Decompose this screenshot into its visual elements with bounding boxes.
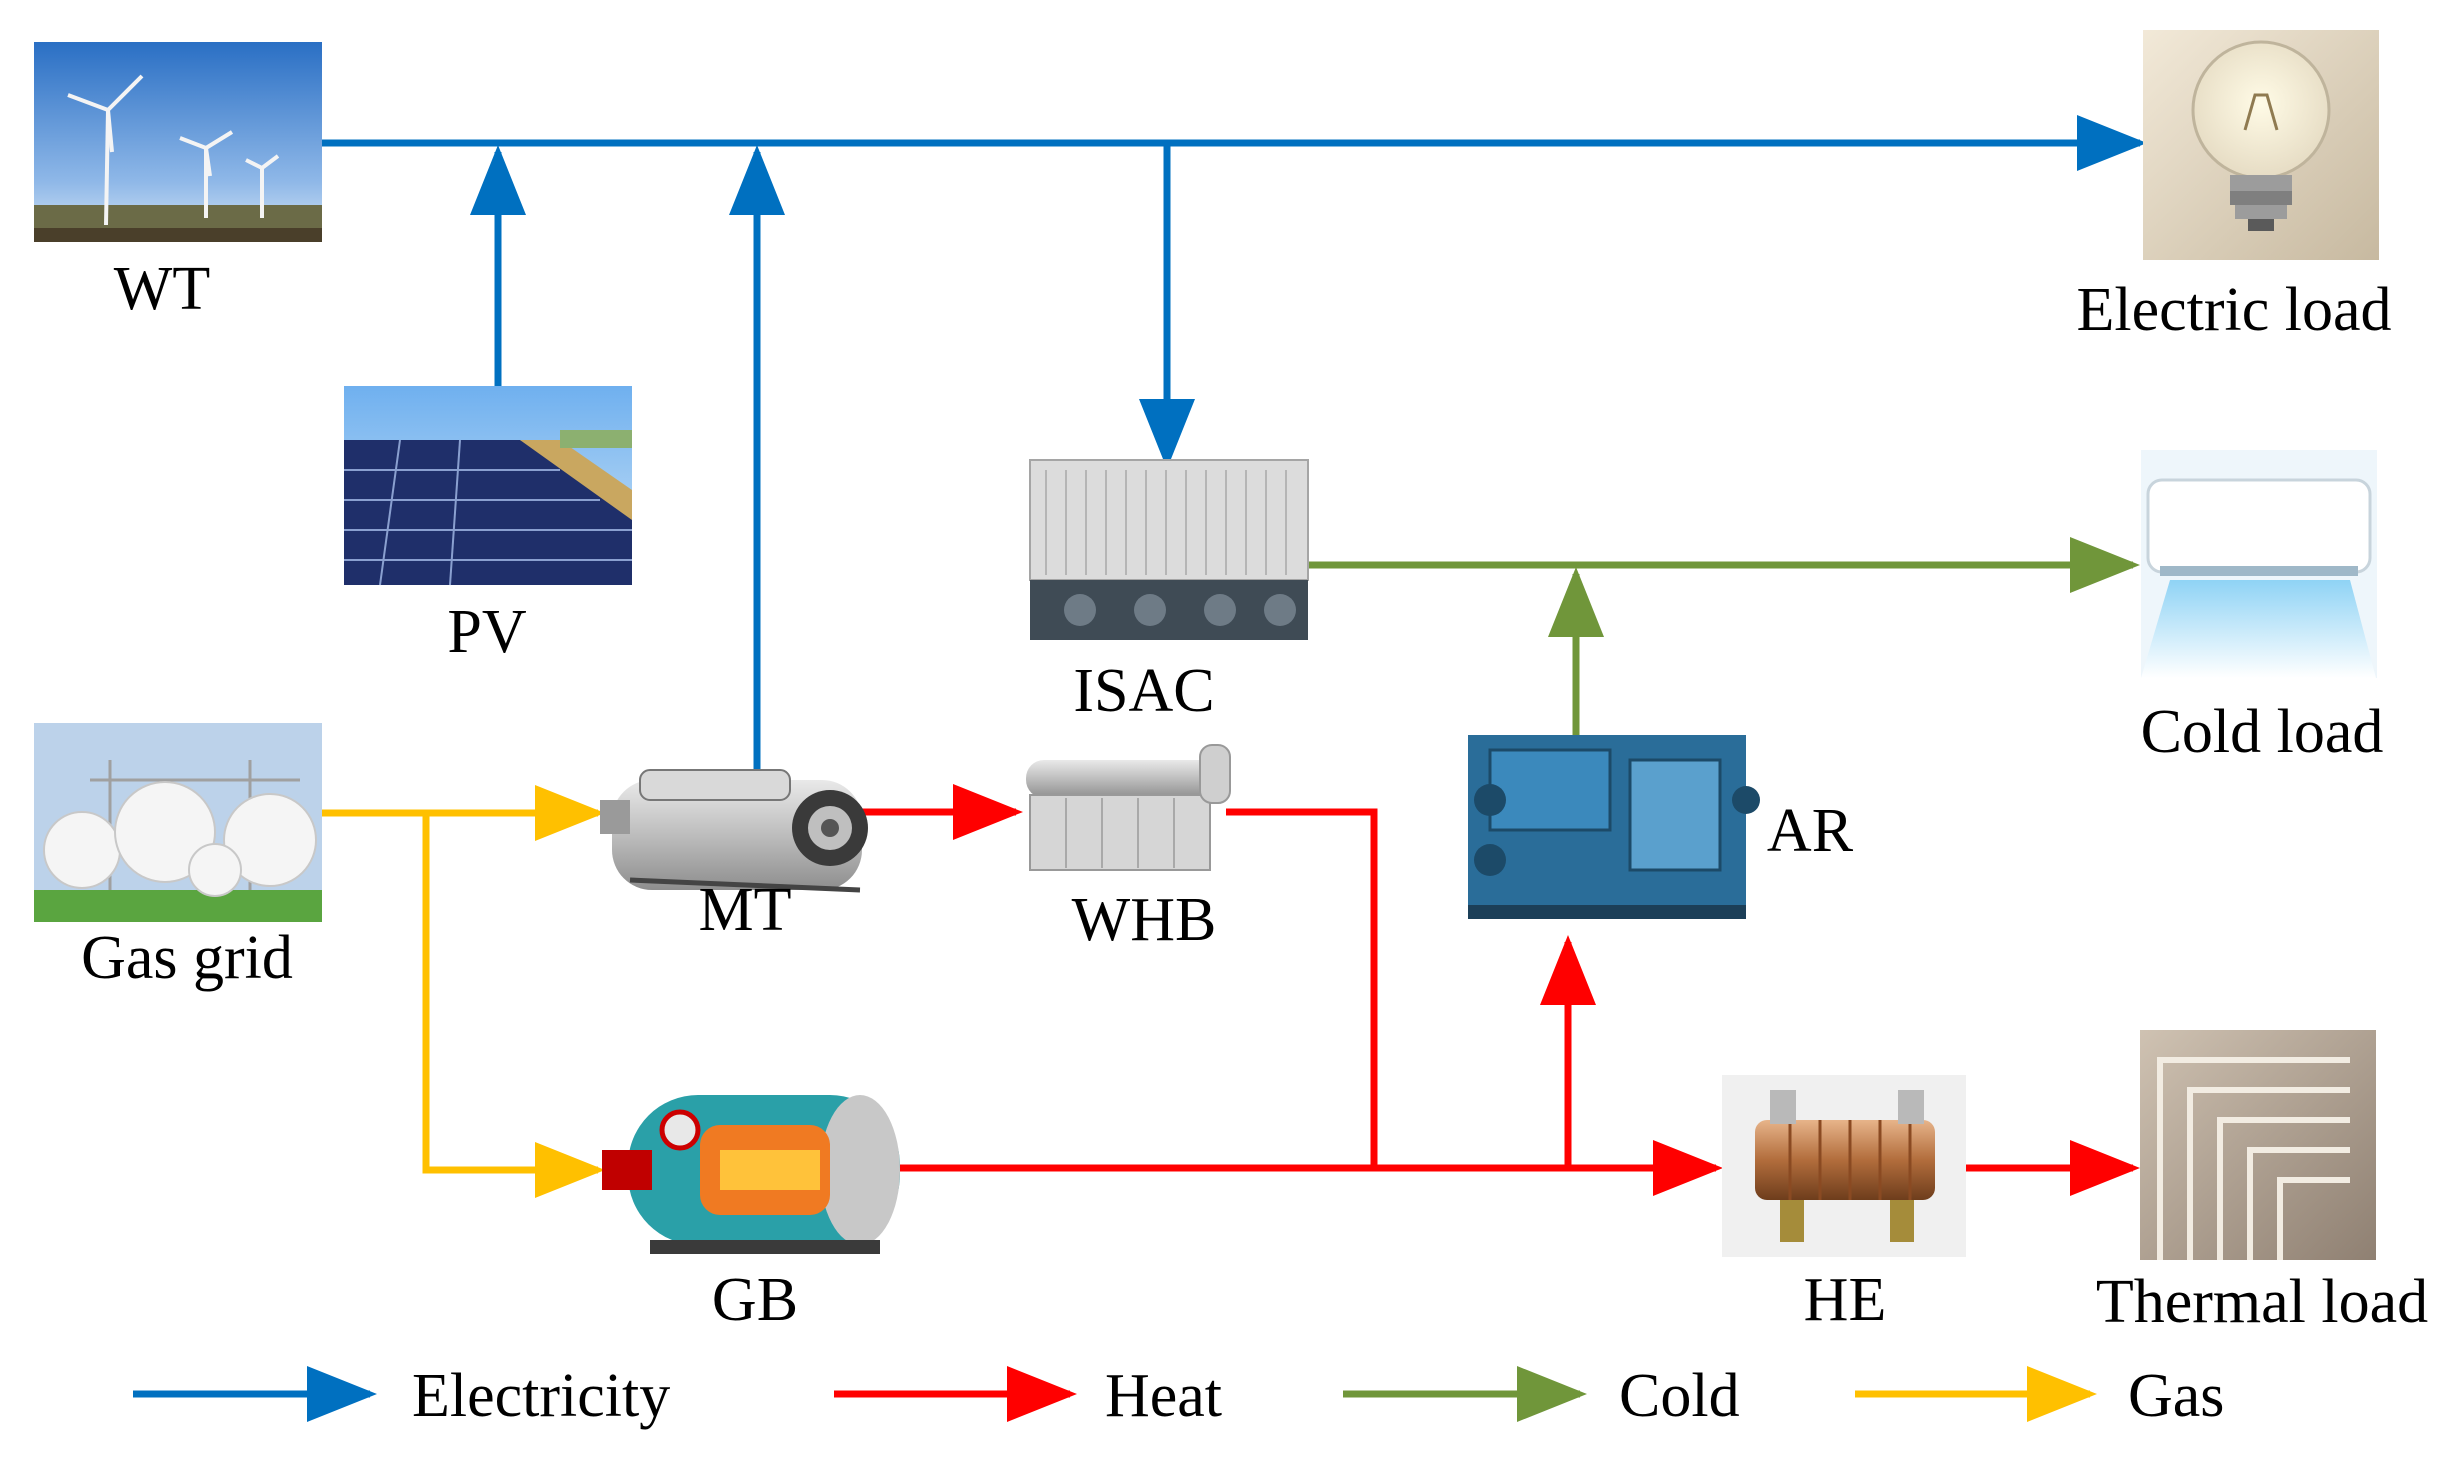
micro-turbine-image [600,769,868,893]
legend-gas-label: Gas [2128,1362,2224,1430]
solar-panel-image [344,386,632,586]
legend-cold-label: Cold [1619,1362,1740,1430]
thermal-load-label: Thermal load [2096,1268,2428,1336]
air-conditioner-image [2141,450,2377,678]
whb-to-heat-bus-line [1226,808,1378,1168]
he-label: HE [1804,1266,1887,1334]
cold-flows [1300,537,2140,742]
pv-label: PV [447,598,526,666]
whb-label: WHB [1072,886,1217,954]
legend-heat-label: Heat [1105,1362,1222,1430]
floor-heating-image [2140,1030,2376,1260]
waste-heat-boiler-image [1026,744,1231,871]
legend: Electricity Heat Cold Gas [133,1362,2224,1430]
wt-label: WT [114,255,210,323]
electric-load-label: Electric load [2077,276,2392,344]
wind-turbine-image [34,42,322,242]
mt-label: MT [699,876,792,944]
gb-label: GB [712,1266,798,1334]
gas-grid-label: Gas grid [81,924,293,992]
heat-flows [862,784,2140,1196]
gas-flows [321,785,605,1198]
legend-electricity-label: Electricity [412,1362,670,1430]
light-bulb-image [2143,30,2379,260]
absorption-refrigerator-image [1468,735,1760,919]
gas-boiler-image [602,1095,900,1254]
electricity-flows [318,115,2147,778]
gas-grid-image [34,723,322,922]
isac-label: ISAC [1073,657,1214,725]
isac-chiller-image [1029,459,1309,640]
heat-exchanger-image [1722,1075,1966,1257]
cold-load-label: Cold load [2141,698,2384,766]
gas-grid-to-gb-arrow [422,813,605,1198]
ar-label: AR [1767,797,1854,865]
